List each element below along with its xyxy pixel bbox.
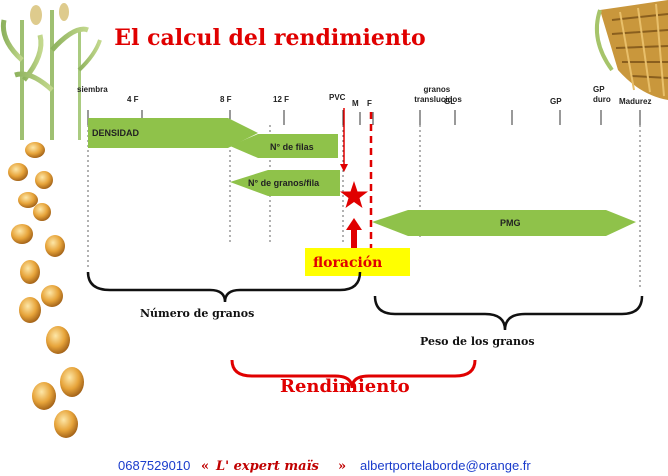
peso-granos-brace	[373, 295, 644, 331]
stage-label-gp: GP	[550, 97, 562, 106]
footer-email[interactable]: albertportelaborde@orange.fr	[360, 458, 531, 473]
corn-kernels-illustration	[8, 142, 84, 438]
densidad-arrow	[88, 118, 258, 148]
numero-granos-label: Número de granos	[140, 307, 254, 320]
stage-label-granos-translucidos: granos translucidos	[414, 85, 462, 104]
granos-fila-arrow	[230, 170, 340, 196]
rendimiento-brace	[230, 359, 477, 389]
granos-fila-label: N° de granos/fila	[248, 178, 320, 188]
footer-brand-close: »	[338, 459, 346, 474]
densidad-label: DENSIDAD	[92, 128, 140, 138]
stage-label-siembra: siembra	[77, 85, 108, 94]
stage-label-12f: 12 F	[273, 95, 289, 104]
floracion-arrow	[346, 218, 362, 250]
numero-granos-brace	[86, 271, 362, 303]
floracion-box	[305, 248, 410, 276]
footer-phone: 0687529010	[118, 458, 190, 473]
stage-label-m: M	[352, 99, 359, 108]
stage-label-pvc: PVC	[329, 93, 346, 102]
stage-label-madurez: Madurez	[619, 97, 651, 106]
pmg-arrow	[372, 210, 636, 236]
stage-label-8f: 8 F	[220, 95, 232, 104]
stage-labels: siembra 4 F 8 F 12 F PVC M F granos tran…	[77, 85, 651, 108]
red-star-icon	[340, 181, 368, 208]
footer-brand-open: «	[201, 459, 209, 474]
rendimiento-label: Rendimiento	[280, 376, 410, 397]
peso-granos-label: Peso de los granos	[420, 335, 535, 348]
stage-label-4f: 4 F	[127, 95, 139, 104]
footer: 0687529010 « L' expert maïs » albertport…	[118, 458, 531, 474]
footer-brand-name: L' expert maïs	[215, 459, 320, 474]
stage-label-gl: GL	[444, 97, 455, 106]
stage-label-f: F	[367, 99, 372, 108]
filas-arrow	[230, 134, 338, 158]
page-title: El calcul del rendimiento	[114, 25, 425, 51]
corn-cob-illustration	[594, 0, 668, 100]
corn-plant-illustration	[0, 3, 102, 140]
stage-label-gp-duro: GP duro	[593, 85, 611, 104]
floracion-label: floración	[313, 255, 382, 271]
pmg-label: PMG	[500, 218, 521, 228]
filas-label: N° de filas	[270, 142, 314, 152]
